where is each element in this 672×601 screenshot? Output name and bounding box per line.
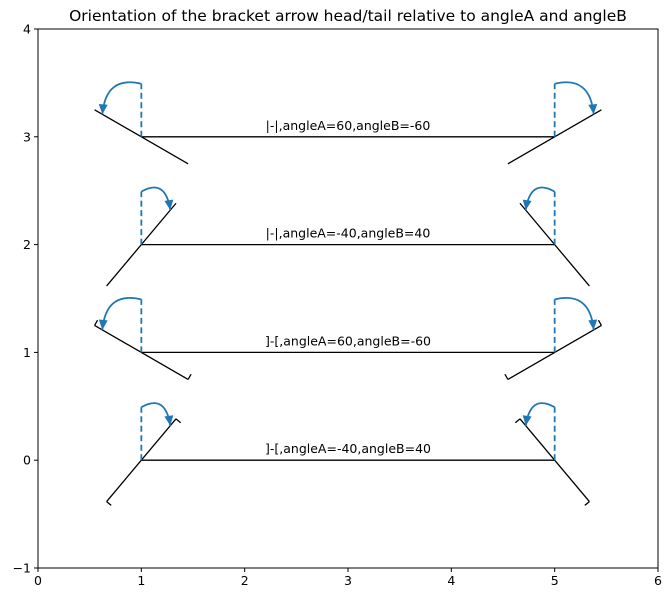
y-tick-label: 4 xyxy=(23,22,31,37)
bracket-hook xyxy=(175,418,182,424)
arrow-label: ]-[,angleA=-40,angleB=40 xyxy=(265,441,431,456)
x-tick-label: 1 xyxy=(137,573,145,588)
angle-arrow-head xyxy=(164,415,174,426)
bracket-hook xyxy=(504,373,509,380)
bracket-arrow: ]-[,angleA=60,angleB=-60 xyxy=(94,297,602,380)
bracket-hook xyxy=(106,501,112,506)
y-tick-label: 0 xyxy=(23,453,31,468)
x-tick-label: 2 xyxy=(241,573,249,588)
angle-arrow-head xyxy=(522,415,532,426)
bracket-hook xyxy=(584,501,590,506)
y-tick-label: 3 xyxy=(23,129,31,144)
angle-arrow-head xyxy=(164,199,174,211)
chart-marks: |-|,angleA=60,angleB=-60 |-|,angleA=-40,a… xyxy=(94,81,602,506)
x-tick-label: 0 xyxy=(34,573,42,588)
x-tick-label: 3 xyxy=(344,573,352,588)
bracket-hook xyxy=(187,373,192,380)
angle-arrow-head xyxy=(588,103,598,115)
arrow-label: |-|,angleA=60,angleB=-60 xyxy=(266,118,431,133)
bracket-arrow: |-|,angleA=-40,angleB=40 xyxy=(106,186,590,287)
bracket-arrow: ]-[,angleA=-40,angleB=40 xyxy=(106,402,590,506)
y-tick-label: −1 xyxy=(13,561,31,576)
angle-arrow-head xyxy=(98,103,108,115)
y-tick-label: 2 xyxy=(23,237,31,252)
arrow-label: |-|,angleA=-40,angleB=40 xyxy=(266,226,431,241)
bracket-arrow: |-|,angleA=60,angleB=-60 xyxy=(94,81,602,165)
bracket-hook xyxy=(514,418,521,424)
x-tick-label: 6 xyxy=(654,573,662,588)
bracket-hook xyxy=(597,319,602,326)
y-tick-label: 1 xyxy=(23,345,31,360)
x-tick-label: 4 xyxy=(447,573,455,588)
arrow-label: ]-[,angleA=60,angleB=-60 xyxy=(265,333,431,348)
angle-arrow-head xyxy=(522,199,532,211)
x-tick-label: 5 xyxy=(551,573,559,588)
bracket-hook xyxy=(94,319,99,326)
chart-title: Orientation of the bracket arrow head/ta… xyxy=(69,7,627,25)
angle-arrow-head xyxy=(98,319,108,330)
angle-arrow-head xyxy=(588,319,598,330)
